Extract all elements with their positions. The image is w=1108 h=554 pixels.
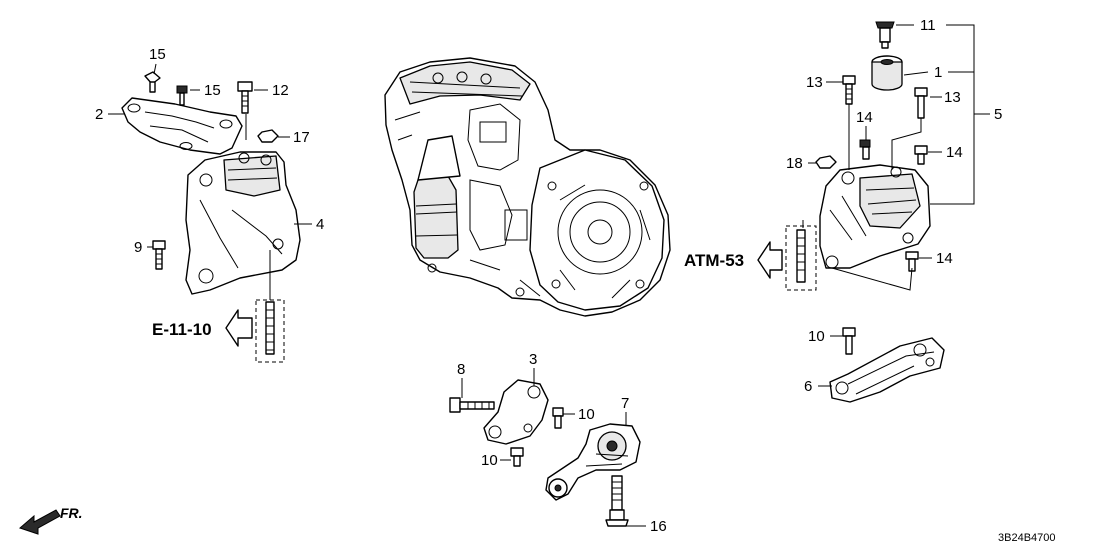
- left-leader-lines: [108, 63, 312, 248]
- right-leader-lines: [802, 24, 990, 291]
- bolt-8: [449, 397, 495, 413]
- callout-10a: 10: [808, 328, 825, 345]
- bolt-15b: [176, 85, 188, 106]
- callout-14b: 14: [946, 144, 963, 161]
- callout-9: 9: [134, 239, 142, 256]
- direction-label: FR.: [60, 505, 83, 521]
- callout-2: 2: [95, 106, 103, 123]
- callout-16: 16: [650, 518, 667, 535]
- reference-label-right: ATM-53: [684, 251, 744, 270]
- part-11-bolt: [875, 21, 895, 49]
- bolt-16: [605, 475, 629, 527]
- callout-11: 11: [920, 17, 936, 34]
- callout-10c: 10: [481, 452, 498, 469]
- callout-5: 5: [994, 106, 1002, 123]
- callout-10b: 10: [578, 406, 595, 423]
- callout-13b: 13: [944, 89, 961, 106]
- callout-labels: 15 15 12 2 17 4 9 11 1 13 13 5 14 14 18 …: [95, 17, 1002, 535]
- callout-17: 17: [293, 129, 310, 146]
- callout-1: 1: [934, 64, 942, 81]
- center-lower-leaders: [461, 368, 646, 527]
- callout-3: 3: [529, 351, 537, 368]
- bolt-14a: [859, 139, 871, 160]
- nut-17: [257, 129, 279, 143]
- bolt-13b: [914, 87, 928, 119]
- part-1-bushing: [871, 55, 903, 91]
- left-reference-arrow: [225, 309, 253, 347]
- bolt-15a: [144, 71, 161, 93]
- callout-14a: 14: [856, 109, 873, 126]
- right-lower-leaders: [818, 335, 843, 387]
- part-7-torque-rod: [545, 423, 641, 501]
- bolt-13a: [842, 75, 856, 105]
- reference-label-left: E-11-10: [152, 320, 212, 339]
- part-5-transmission-mount: [819, 164, 931, 269]
- nut-18: [815, 155, 837, 169]
- left-stud-bolt: [255, 250, 285, 363]
- part-2-bracket: [121, 97, 243, 155]
- bolt-10c: [510, 447, 524, 467]
- callout-6: 6: [804, 378, 812, 395]
- right-stud-bolt: [785, 225, 817, 291]
- callout-4: 4: [316, 216, 324, 233]
- callout-8: 8: [457, 361, 465, 378]
- bolt-10b: [552, 407, 564, 429]
- bolt-12: [237, 81, 253, 114]
- callout-7: 7: [621, 395, 629, 412]
- front-direction-arrow: [19, 509, 61, 535]
- part-4-side-mount: [185, 151, 301, 295]
- diagram-code: 3B24B4700: [998, 532, 1056, 544]
- callout-15a: 15: [149, 46, 166, 63]
- callout-13a: 13: [806, 74, 823, 91]
- bolt-9: [152, 240, 166, 270]
- engine-transmission-assembly: [384, 57, 671, 317]
- callout-18: 18: [786, 155, 803, 172]
- bolt-14b: [914, 145, 928, 165]
- callout-12: 12: [272, 82, 289, 99]
- callout-15b: 15: [204, 82, 221, 99]
- callout-14c: 14: [936, 250, 953, 267]
- bolt-10a: [842, 327, 856, 355]
- right-reference-arrow: [757, 241, 783, 279]
- part-6-lower-bracket: [829, 337, 945, 403]
- part-3-bracket: [483, 379, 549, 445]
